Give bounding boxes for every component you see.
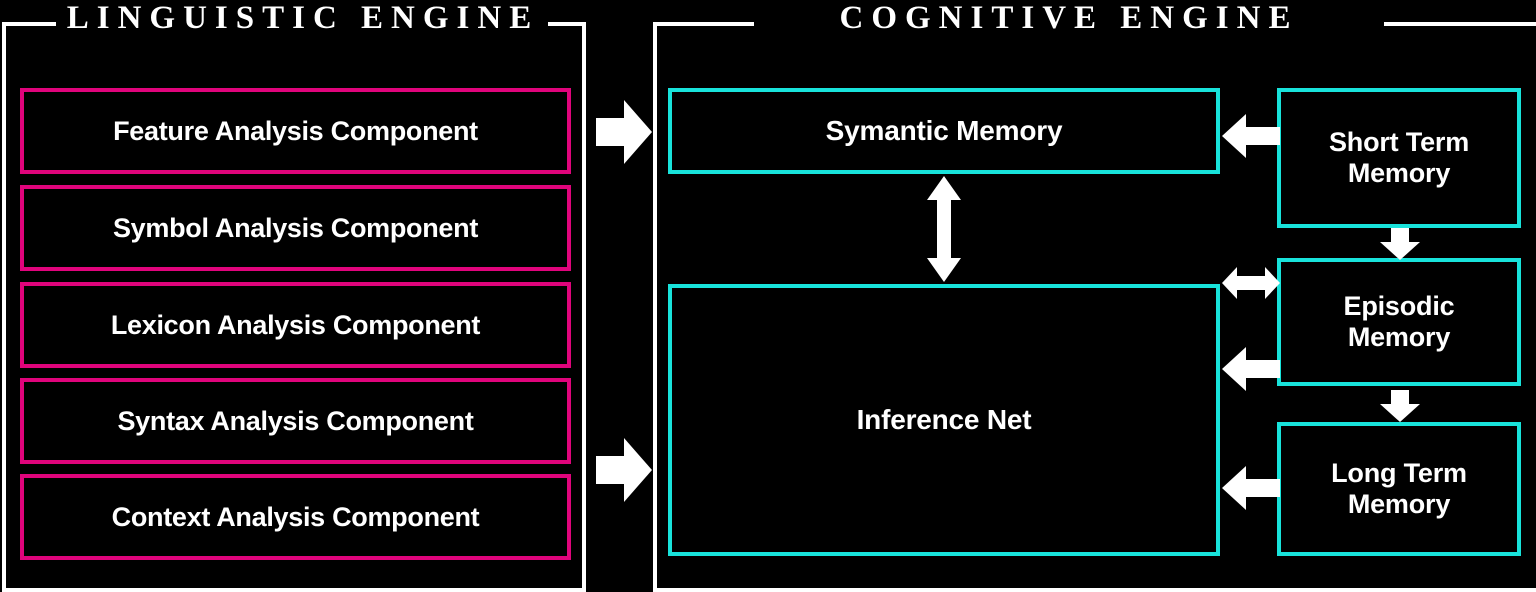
- box-inference-net[interactable]: Inference Net: [668, 284, 1220, 556]
- box-context-analysis-component[interactable]: Context Analysis Component: [20, 474, 571, 560]
- box-label-line2: Memory: [1347, 158, 1451, 188]
- box-label: Symbol Analysis Component: [112, 212, 479, 243]
- box-long-term-memory[interactable]: Long Term Memory: [1277, 422, 1521, 556]
- box-label: Context Analysis Component: [111, 501, 480, 532]
- panel-title-linguistic-engine: LINGUISTIC ENGINE: [66, 0, 540, 36]
- panel-title-cognitive-engine: COGNITIVE ENGINE: [839, 0, 1299, 36]
- arrow-symantic-memory-inference-net-bidirectional: [927, 176, 961, 282]
- box-label: Syntax Analysis Component: [117, 405, 474, 436]
- arrow-linguistic-to-symantic-memory: [596, 100, 652, 164]
- box-lexicon-analysis-component[interactable]: Lexicon Analysis Component: [20, 282, 571, 368]
- box-label: Symantic Memory: [825, 115, 1063, 146]
- panel-linguistic-top-border-left: [2, 22, 56, 26]
- arrow-episodic-memory-inference-net-bidirectional: [1222, 262, 1280, 304]
- box-label: Long Term Memory: [1331, 458, 1467, 520]
- box-label-line2: Memory: [1347, 322, 1451, 352]
- box-symbol-analysis-component[interactable]: Symbol Analysis Component: [20, 185, 571, 271]
- box-label: Episodic Memory: [1344, 291, 1455, 353]
- box-label: Short Term Memory: [1329, 127, 1469, 189]
- arrow-short-term-memory-to-symantic-memory: [1222, 114, 1280, 158]
- arrow-long-term-memory-to-inference-net: [1222, 466, 1280, 510]
- panel-linguistic-top-border-right: [548, 22, 586, 26]
- arrow-episodic-memory-to-long-term-memory: [1380, 390, 1420, 422]
- box-label: Feature Analysis Component: [113, 115, 478, 146]
- box-short-term-memory[interactable]: Short Term Memory: [1277, 88, 1521, 228]
- arrow-linguistic-to-inference-net: [596, 438, 652, 502]
- box-label: Lexicon Analysis Component: [110, 309, 481, 340]
- box-symantic-memory[interactable]: Symantic Memory: [668, 88, 1220, 174]
- box-label-line1: Long Term: [1331, 457, 1467, 488]
- box-label: Inference Net: [856, 404, 1032, 435]
- panel-cognitive-top-border-right: [1384, 22, 1536, 26]
- box-syntax-analysis-component[interactable]: Syntax Analysis Component: [20, 378, 571, 464]
- box-label-line2: Memory: [1347, 489, 1451, 519]
- panel-cognitive-top-border-left: [653, 22, 754, 26]
- arrow-short-term-memory-to-episodic-memory: [1380, 228, 1420, 260]
- box-episodic-memory[interactable]: Episodic Memory: [1277, 258, 1521, 386]
- box-label-line1: Short Term: [1328, 126, 1469, 157]
- box-feature-analysis-component[interactable]: Feature Analysis Component: [20, 88, 571, 174]
- arrow-episodic-memory-to-inference-net: [1222, 347, 1280, 391]
- box-label-line1: Episodic: [1343, 290, 1455, 321]
